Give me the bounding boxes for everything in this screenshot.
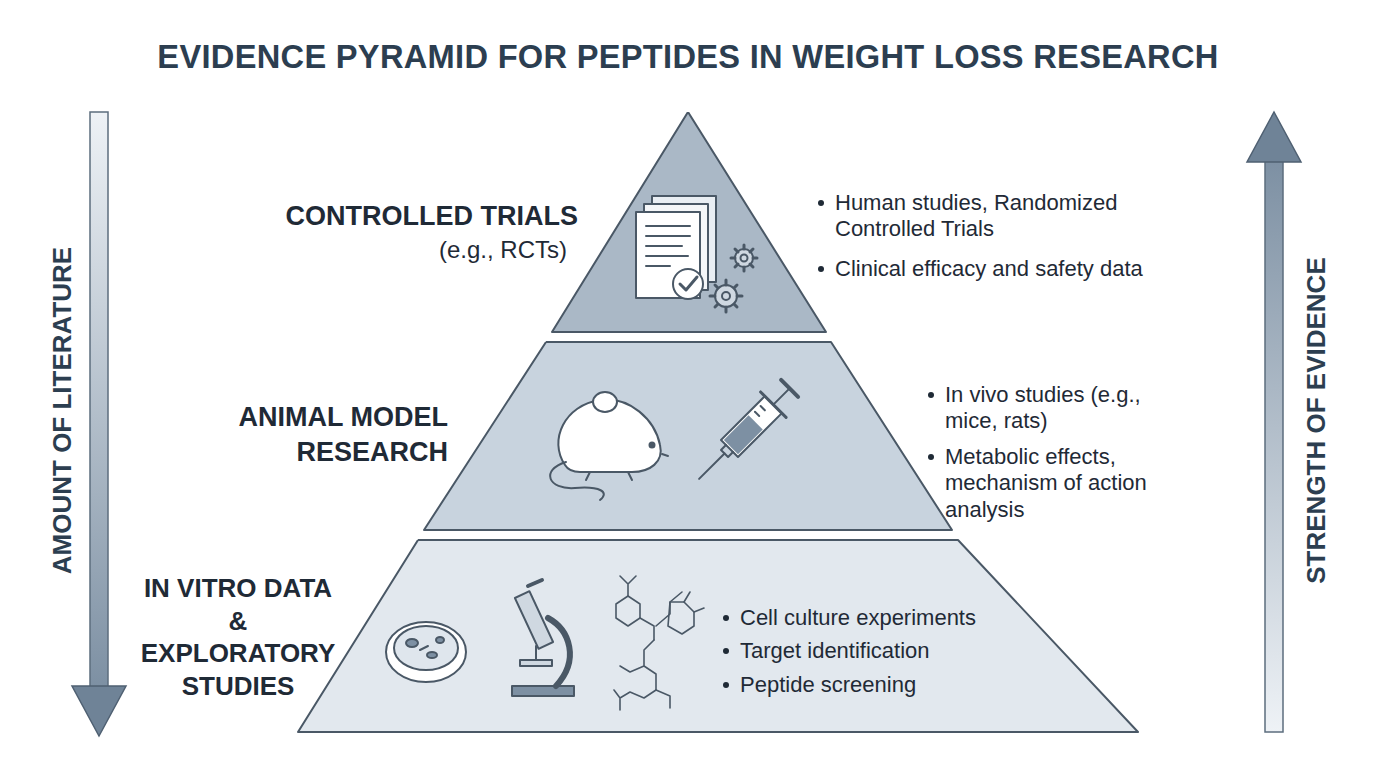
- tier-shape: [0, 340, 1376, 532]
- bullet-text: Target identification: [740, 638, 1030, 664]
- bullet-dot: [818, 266, 824, 272]
- pyramid-tier: [0, 340, 1376, 532]
- diagram-title: EVIDENCE PYRAMID FOR PEPTIDES IN WEIGHT …: [0, 38, 1376, 76]
- bullet-text: Cell culture experiments: [740, 605, 1030, 631]
- bullet-text: Metabolic effects, mechanism of action a…: [945, 444, 1207, 523]
- mouse-icon: [550, 392, 668, 500]
- bullet-text: Human studies, Randomized Controlled Tri…: [835, 190, 1165, 243]
- molecule-structure: [614, 576, 704, 710]
- axis-label: AMOUNT OF LITERATURE: [48, 246, 79, 573]
- tier-heading: ANIMAL MODEL RESEARCH: [198, 400, 448, 470]
- syringe-icon: [686, 376, 802, 492]
- bullet-dot: [818, 200, 824, 206]
- tier-heading: IN VITRO DATA & EXPLORATORY STUDIES: [136, 572, 341, 702]
- literature-arrow: [72, 112, 126, 736]
- document-icon: [636, 196, 757, 312]
- microscope-icon: [512, 580, 574, 696]
- tier-outline: [424, 342, 952, 530]
- tier-heading: CONTROLLED TRIALS: [238, 200, 578, 232]
- bullet-dot: [723, 682, 729, 688]
- pyramid-tier: [0, 538, 1376, 734]
- bullet-dot: [723, 648, 729, 654]
- bullet-text: Peptide screening: [740, 672, 1030, 698]
- tier-outline: [552, 112, 826, 332]
- evidence-arrow: [1247, 112, 1301, 732]
- petri-dish-icon: [386, 622, 466, 682]
- bullet-dot: [928, 454, 934, 460]
- bullet-dot: [928, 392, 934, 398]
- tier-outline: [298, 540, 1138, 732]
- tier-shape: [0, 538, 1376, 734]
- tier-subheading: (e.g., RCTs): [307, 236, 567, 265]
- bullet-text: In vivo studies (e.g., mice, rats): [945, 382, 1195, 435]
- bullet-dot: [723, 615, 729, 621]
- axis-label: STRENGTH OF EVIDENCE: [1300, 257, 1331, 583]
- bullet-text: Clinical efficacy and safety data: [835, 256, 1205, 282]
